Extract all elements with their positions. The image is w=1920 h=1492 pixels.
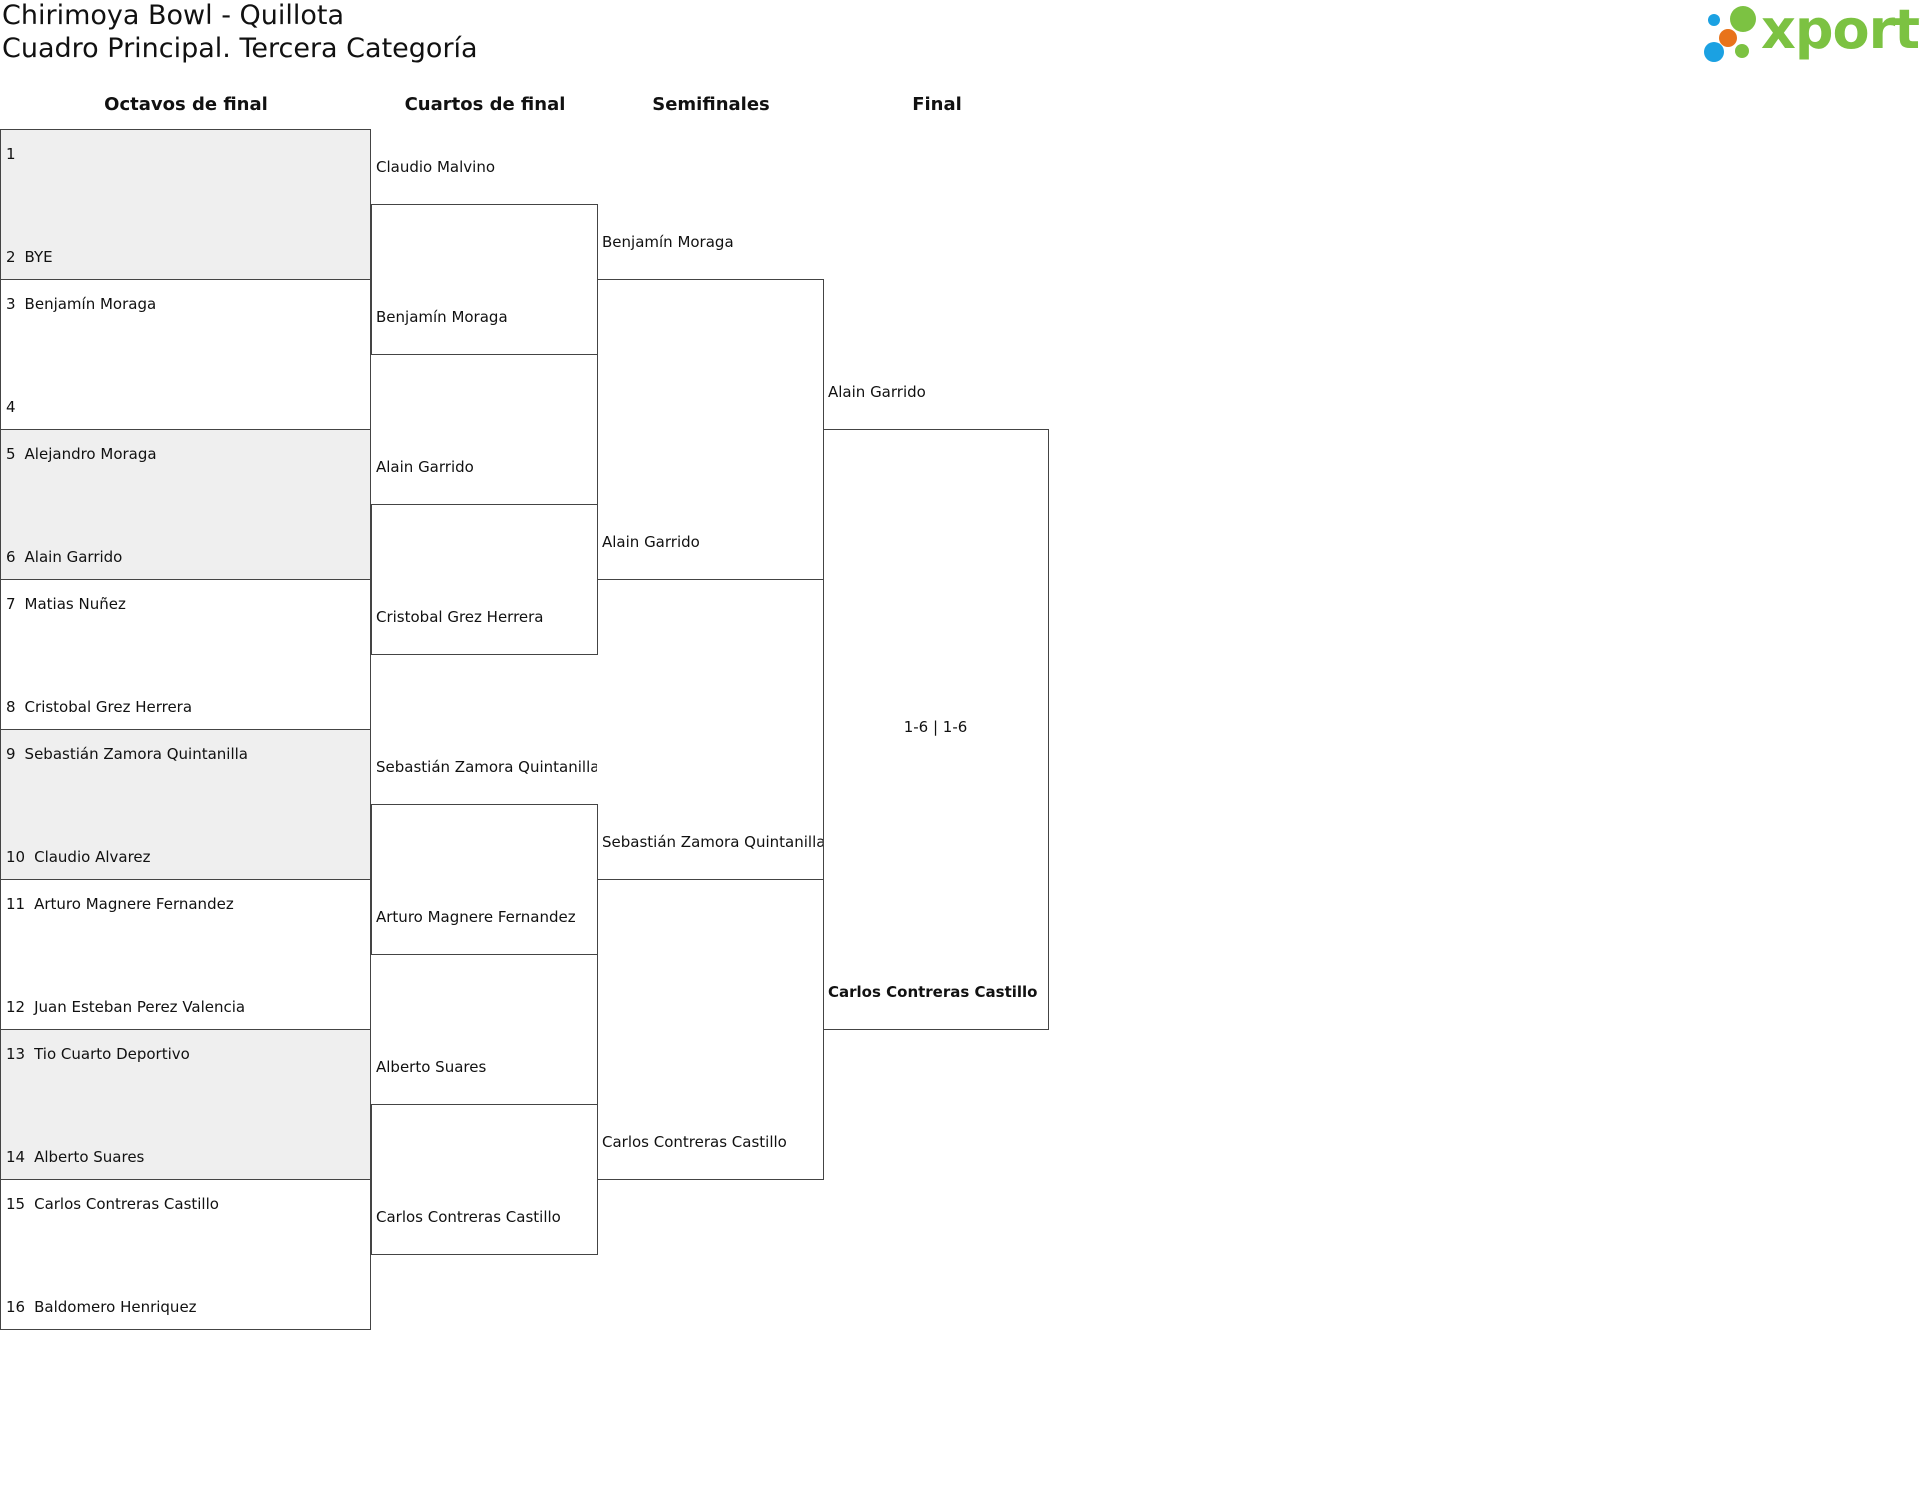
logo-text: xporty <box>1761 0 1920 61</box>
match-box-cuartos <box>371 204 598 355</box>
player-entry: 6 Alain Garrido <box>6 547 365 567</box>
player-entry: 13 Tio Cuarto Deportivo <box>6 1044 365 1064</box>
player-name-semis: Benjamín Moraga <box>602 233 734 251</box>
player-name: BYE <box>24 248 53 266</box>
player-name: Alberto Suares <box>34 1148 145 1166</box>
finalist-name: Alain Garrido <box>828 383 926 401</box>
player-name-cuartos: Claudio Malvino <box>376 158 496 176</box>
player-entry: 12 Juan Esteban Perez Valencia <box>6 997 365 1017</box>
seed-number: 11 <box>6 895 26 913</box>
player-entry: 9 Sebastián Zamora Quintanilla <box>6 744 365 764</box>
player-name: Benjamín Moraga <box>24 295 157 313</box>
seed-number: 2 <box>6 248 16 266</box>
match-box-cuartos <box>371 1104 598 1255</box>
tournament-title: Chirimoya Bowl - Quillota <box>2 0 345 31</box>
logo-dots-icon <box>1704 6 1756 62</box>
player-name-cuartos: Cristobal Grez Herrera <box>376 608 544 626</box>
player-entry: 10 Claudio Alvarez <box>6 847 365 867</box>
match-box-cuartos <box>371 804 598 955</box>
seed-number: 8 <box>6 698 16 716</box>
champion-name: Carlos Contreras Castillo <box>828 983 1038 1001</box>
seed-number: 9 <box>6 745 16 763</box>
player-name-semis: Alain Garrido <box>602 533 700 551</box>
player-name: Baldomero Henriquez <box>34 1298 197 1316</box>
player-entry: 3 Benjamín Moraga <box>6 294 365 314</box>
player-name-cuartos: Sebastián Zamora Quintanilla <box>376 758 597 776</box>
player-entry: 8 Cristobal Grez Herrera <box>6 697 365 717</box>
player-name-cuartos: Benjamín Moraga <box>376 308 508 326</box>
match-box-octavos <box>0 1179 371 1330</box>
player-name: Juan Esteban Perez Valencia <box>34 998 246 1016</box>
seed-number: 16 <box>6 1298 26 1316</box>
player-name: Sebastián Zamora Quintanilla <box>24 745 248 763</box>
player-entry: 1 <box>6 144 365 164</box>
player-entry: 15 Carlos Contreras Castillo <box>6 1194 365 1214</box>
player-name: Cristobal Grez Herrera <box>24 698 193 716</box>
player-entry: 16 Baldomero Henriquez <box>6 1297 365 1317</box>
seed-number: 6 <box>6 548 16 566</box>
player-name: Tio Cuarto Deportivo <box>34 1045 190 1063</box>
round-header-octavos: Octavos de final <box>104 94 268 115</box>
player-name: Matias Nuñez <box>24 595 126 613</box>
match-box-cuartos <box>371 504 598 655</box>
match-box-octavos <box>0 1029 371 1180</box>
player-entry: 4 <box>6 397 365 417</box>
final-score: 1-6 | 1-6 <box>903 718 968 736</box>
player-name: Carlos Contreras Castillo <box>34 1195 219 1213</box>
player-name: Claudio Alvarez <box>34 848 151 866</box>
player-entry: 2 BYE <box>6 247 365 267</box>
seed-number: 5 <box>6 445 16 463</box>
player-name-cuartos: Alain Garrido <box>376 458 474 476</box>
round-header-final: Final <box>912 94 962 115</box>
player-name-semis: Carlos Contreras Castillo <box>602 1133 787 1151</box>
seed-number: 13 <box>6 1045 26 1063</box>
match-box-octavos <box>0 129 371 280</box>
player-name-cuartos: Carlos Contreras Castillo <box>376 1208 561 1226</box>
seed-number: 1 <box>6 145 16 163</box>
round-header-cuartos: Cuartos de final <box>404 94 566 115</box>
seed-number: 4 <box>6 398 16 416</box>
player-name: Alejandro Moraga <box>24 445 157 463</box>
player-name: Alain Garrido <box>24 548 123 566</box>
seed-number: 15 <box>6 1195 26 1213</box>
xporty-logo: xporty <box>1695 0 1920 72</box>
round-header-semis: Semifinales <box>652 94 770 115</box>
player-name: Arturo Magnere Fernandez <box>34 895 234 913</box>
draw-subtitle: Cuadro Principal. Tercera Categoría <box>2 33 478 64</box>
player-name-cuartos: Alberto Suares <box>376 1058 487 1076</box>
player-entry: 7 Matias Nuñez <box>6 594 365 614</box>
seed-number: 12 <box>6 998 26 1016</box>
match-box-octavos <box>0 729 371 880</box>
seed-number: 7 <box>6 595 16 613</box>
match-box-final <box>823 429 1049 1030</box>
player-entry: 5 Alejandro Moraga <box>6 444 365 464</box>
player-entry: 14 Alberto Suares <box>6 1147 365 1167</box>
seed-number: 10 <box>6 848 26 866</box>
seed-number: 3 <box>6 295 16 313</box>
player-name-cuartos: Arturo Magnere Fernandez <box>376 908 576 926</box>
player-entry: 11 Arturo Magnere Fernandez <box>6 894 365 914</box>
player-name-semis: Sebastián Zamora Quintanilla <box>602 833 823 851</box>
seed-number: 14 <box>6 1148 26 1166</box>
